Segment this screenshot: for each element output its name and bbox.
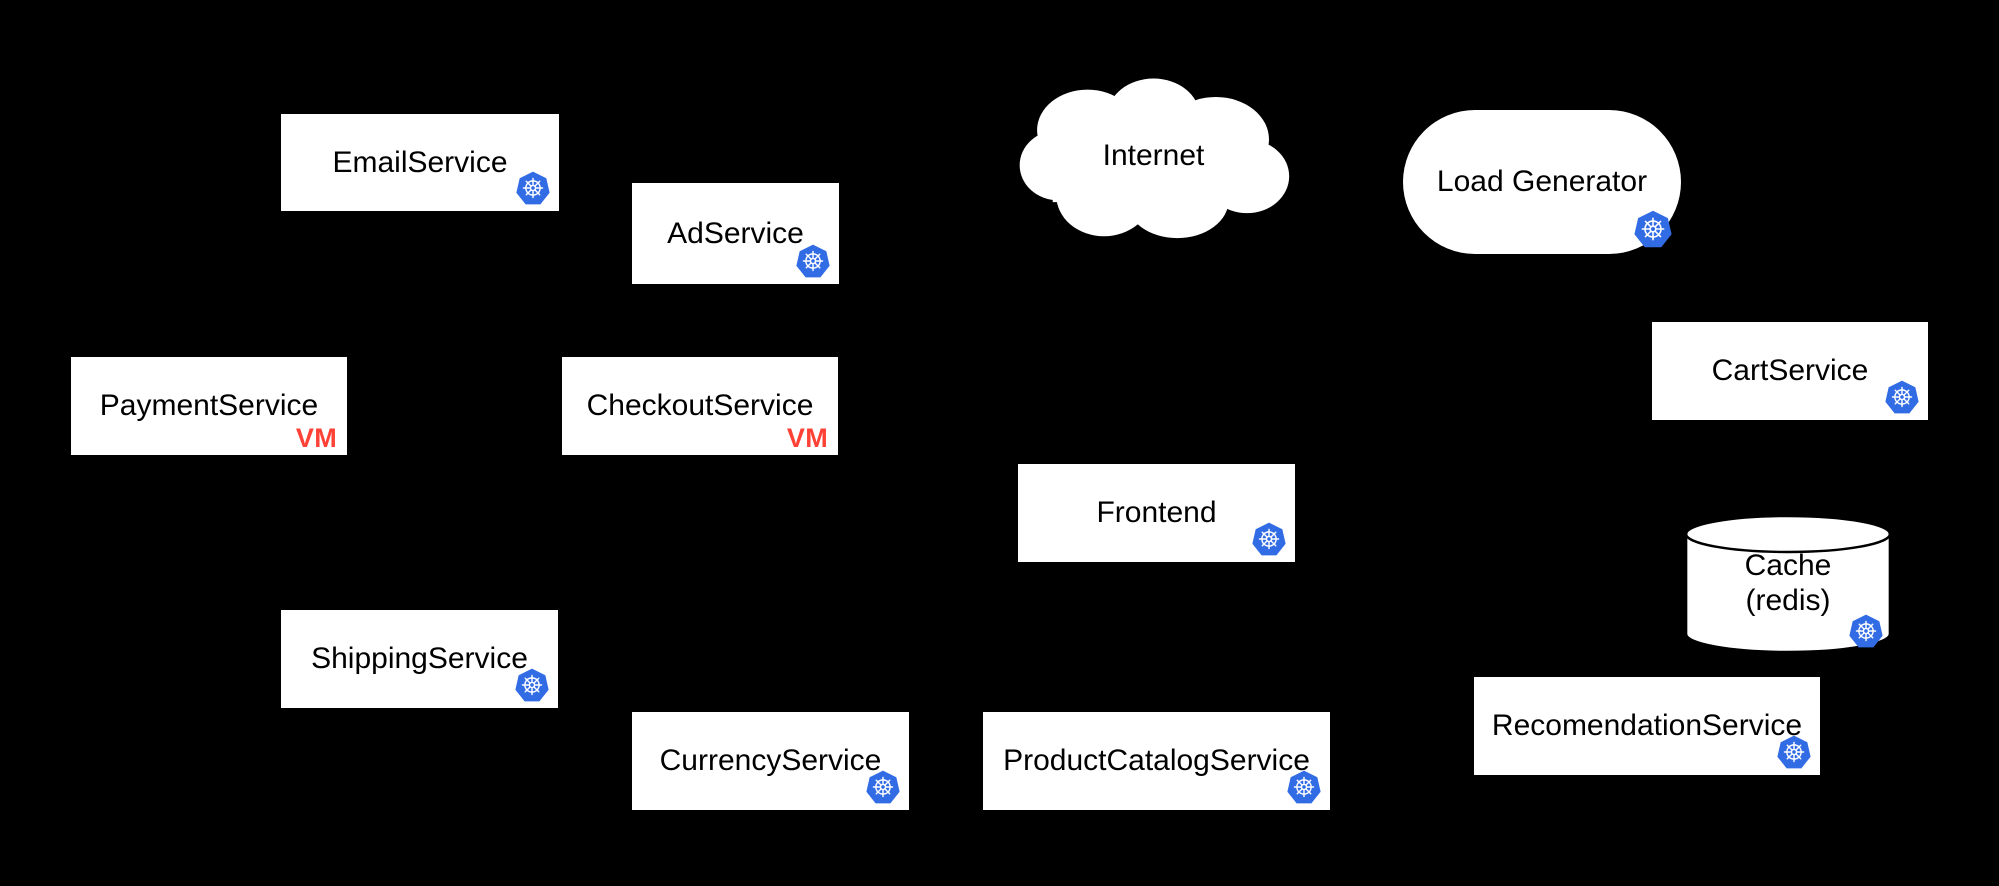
node-label-email-service: EmailService bbox=[332, 145, 508, 179]
kubernetes-helm-wheel-icon bbox=[1634, 210, 1672, 248]
node-label-ad-service: AdService bbox=[667, 216, 804, 250]
node-ad-service[interactable]: AdService bbox=[632, 183, 839, 284]
node-label-internet: Internet bbox=[1102, 139, 1205, 172]
kubernetes-helm-wheel-icon bbox=[866, 770, 900, 804]
kubernetes-helm-wheel-icon bbox=[1287, 770, 1321, 804]
vm-badge: VM bbox=[786, 422, 828, 453]
node-load-generator[interactable]: Load Generator bbox=[1403, 110, 1681, 254]
node-label-currency-service: CurrencyService bbox=[659, 744, 882, 778]
node-cache-redis[interactable]: Cache (redis) bbox=[1684, 514, 1892, 654]
node-label-frontend: Frontend bbox=[1096, 496, 1217, 530]
node-label-recomendation-service: RecomendationService bbox=[1491, 709, 1803, 743]
node-label-product-catalog-service: ProductCatalogService bbox=[1003, 744, 1310, 778]
node-label-cache-redis: Cache (redis) bbox=[1744, 549, 1832, 617]
node-frontend[interactable]: Frontend bbox=[1018, 464, 1295, 562]
kubernetes-helm-wheel-icon bbox=[516, 171, 550, 205]
node-product-catalog-service[interactable]: ProductCatalogService bbox=[983, 712, 1330, 810]
node-shipping-service[interactable]: ShippingService bbox=[281, 610, 558, 708]
node-label-payment-service: PaymentService bbox=[99, 389, 319, 423]
vm-badge: VM bbox=[295, 422, 337, 453]
node-recomendation-service[interactable]: RecomendationService bbox=[1474, 677, 1820, 775]
node-label-checkout-service: CheckoutService bbox=[586, 389, 814, 423]
kubernetes-helm-wheel-icon bbox=[1849, 614, 1883, 648]
node-currency-service[interactable]: CurrencyService bbox=[632, 712, 909, 810]
node-email-service[interactable]: EmailService bbox=[281, 114, 559, 211]
kubernetes-helm-wheel-icon bbox=[796, 244, 830, 278]
kubernetes-helm-wheel-icon bbox=[1252, 522, 1286, 556]
node-label-load-generator: Load Generator bbox=[1436, 165, 1648, 199]
node-label-cart-service: CartService bbox=[1711, 354, 1869, 388]
node-cart-service[interactable]: CartService bbox=[1652, 322, 1928, 420]
kubernetes-helm-wheel-icon bbox=[515, 668, 549, 702]
node-internet[interactable]: Internet bbox=[1016, 73, 1291, 239]
kubernetes-helm-wheel-icon bbox=[1885, 380, 1919, 414]
kubernetes-helm-wheel-icon bbox=[1777, 735, 1811, 769]
node-label-shipping-service: ShippingService bbox=[311, 642, 528, 676]
